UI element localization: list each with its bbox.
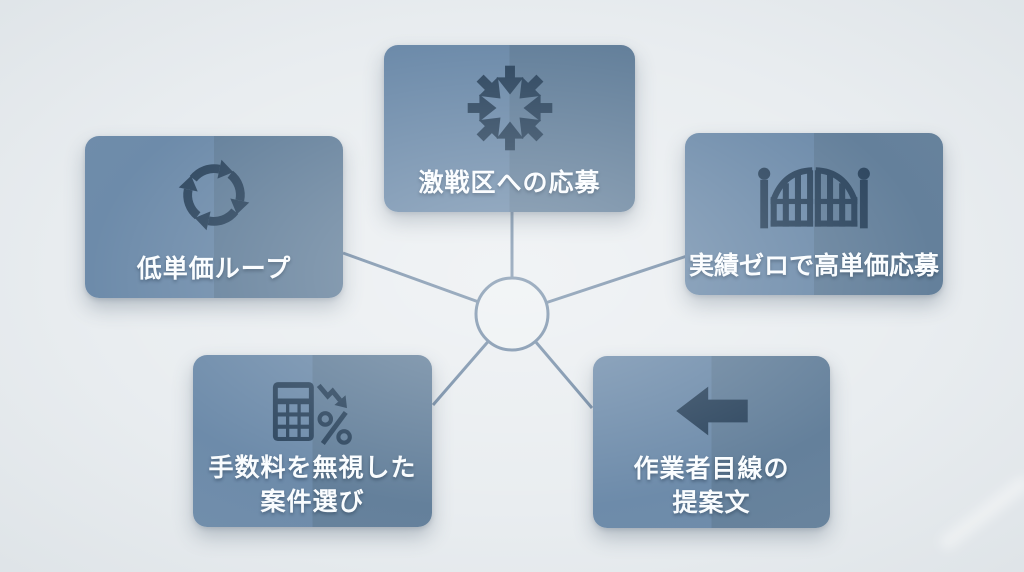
node-label: 作業者目線の 提案文	[633, 455, 790, 517]
node-label: 激戦区への応募	[418, 169, 601, 197]
node-label: 手数料を無視した 案件選び	[208, 454, 417, 516]
gate-icon	[757, 159, 872, 237]
node-label: 低単価ループ	[136, 255, 292, 283]
hub-circle	[474, 276, 550, 352]
node-label: 実績ゼロで高単価応募	[689, 252, 940, 280]
node-worker-perspective-proposal: 作業者目線の 提案文	[593, 356, 830, 528]
node-zero-track-record-high-price: 実績ゼロで高単価応募	[685, 133, 943, 295]
node-low-price-loop: 低単価ループ	[85, 136, 343, 298]
node-ignoring-fees: 手数料を無視した 案件選び	[193, 355, 432, 527]
converging-arrows-icon	[464, 63, 556, 153]
node-competitive-area-application: 激戦区への応募	[384, 45, 635, 212]
left-arrow-icon	[674, 384, 750, 438]
cycle-arrows-icon	[168, 151, 260, 239]
calculator-percent-icon	[268, 377, 358, 447]
